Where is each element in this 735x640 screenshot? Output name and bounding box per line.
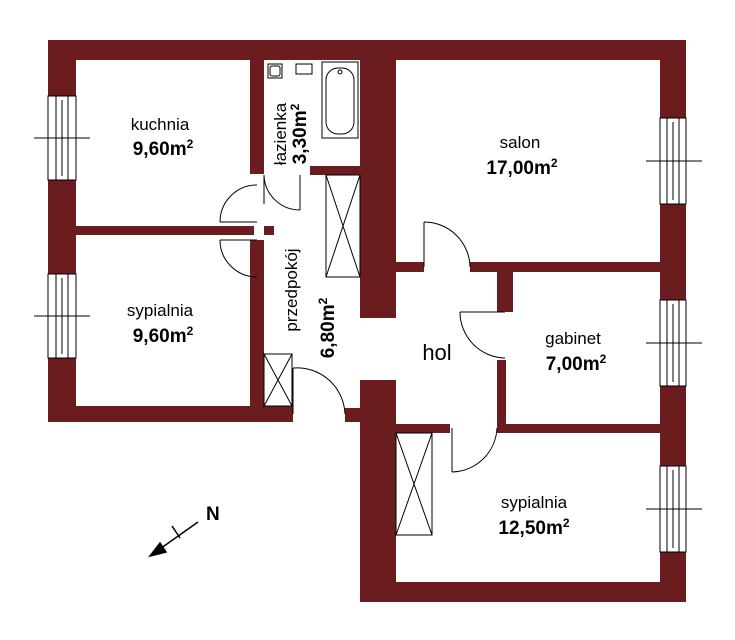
wall-gabinet-bottom [497, 424, 660, 433]
compass-label: N [206, 504, 220, 525]
window-salon [646, 117, 702, 205]
wall-gabinet-left-lower [497, 360, 506, 432]
room-area-kuchnia: 9,60m2 [133, 137, 194, 160]
window-bedroom2 [646, 465, 702, 553]
walls [48, 40, 686, 602]
door-bedroom2 [451, 427, 498, 473]
door-bathroom [263, 174, 301, 211]
ventilation-shaft-upper [325, 174, 361, 278]
wall-bedroom2-stub [396, 424, 450, 433]
fixtures [263, 61, 433, 536]
window-gabinet [646, 299, 702, 387]
wall-central [360, 166, 396, 318]
wall-bottom-left [48, 406, 293, 422]
wall-top [48, 40, 686, 60]
room-name-gabinet: gabinet [545, 329, 601, 348]
wall-salon-stub [396, 262, 424, 272]
washbasin-icon [267, 63, 283, 79]
window-kitchen [34, 95, 90, 181]
door-entrance [292, 367, 346, 415]
wardrobe-shaft [395, 432, 433, 536]
wall-bottom [360, 582, 686, 602]
room-labels: kuchnia 9,60m2 łazienka 3,30m2 salon 17,… [127, 102, 607, 539]
ventilation-shaft-entrance [263, 353, 293, 407]
wall-bath-right [360, 60, 396, 174]
door-bedroom1 [219, 239, 258, 278]
wall-kitchen-bedroom [76, 226, 254, 235]
room-name-salon: salon [500, 133, 541, 152]
room-area-sypialnia-2: 12,50m2 [498, 516, 569, 539]
room-name-hol: hol [422, 340, 451, 365]
wall-bath-bottom [310, 166, 396, 175]
wall-bedroom1-right [250, 240, 264, 406]
room-area-sypialnia-1: 9,60m2 [133, 324, 194, 347]
door-salon [423, 221, 471, 268]
room-area-przedpokoj: 6,80m2 [316, 297, 339, 358]
wall-kitchen-bath [250, 60, 264, 174]
compass: N [148, 504, 220, 558]
bathtub-icon [321, 61, 359, 139]
wall-hol-bottom [345, 408, 396, 422]
door-gabinet [459, 311, 506, 359]
window-bedroom1 [34, 273, 90, 359]
room-name-sypialnia-1: sypialnia [127, 301, 194, 320]
room-area-salon: 17,00m2 [486, 156, 557, 179]
wall-gabinet-left [497, 262, 513, 312]
windows [34, 95, 702, 553]
doors [219, 174, 506, 473]
room-name-przedpokoj: przedpokój [282, 248, 301, 331]
wall-sypialnia-stub [264, 226, 274, 235]
room-name-kuchnia: kuchnia [131, 115, 190, 134]
wall-salon-bottom [470, 262, 660, 272]
room-name-sypialnia-2: sypialnia [501, 493, 568, 512]
room-area-gabinet: 7,00m2 [546, 352, 607, 375]
toilet-icon [295, 63, 313, 75]
north-arrow-icon [148, 521, 199, 558]
room-area-lazienka: 3,30m2 [288, 103, 311, 164]
room-name-lazienka: łazienka [271, 102, 290, 165]
door-kitchen [219, 184, 258, 223]
